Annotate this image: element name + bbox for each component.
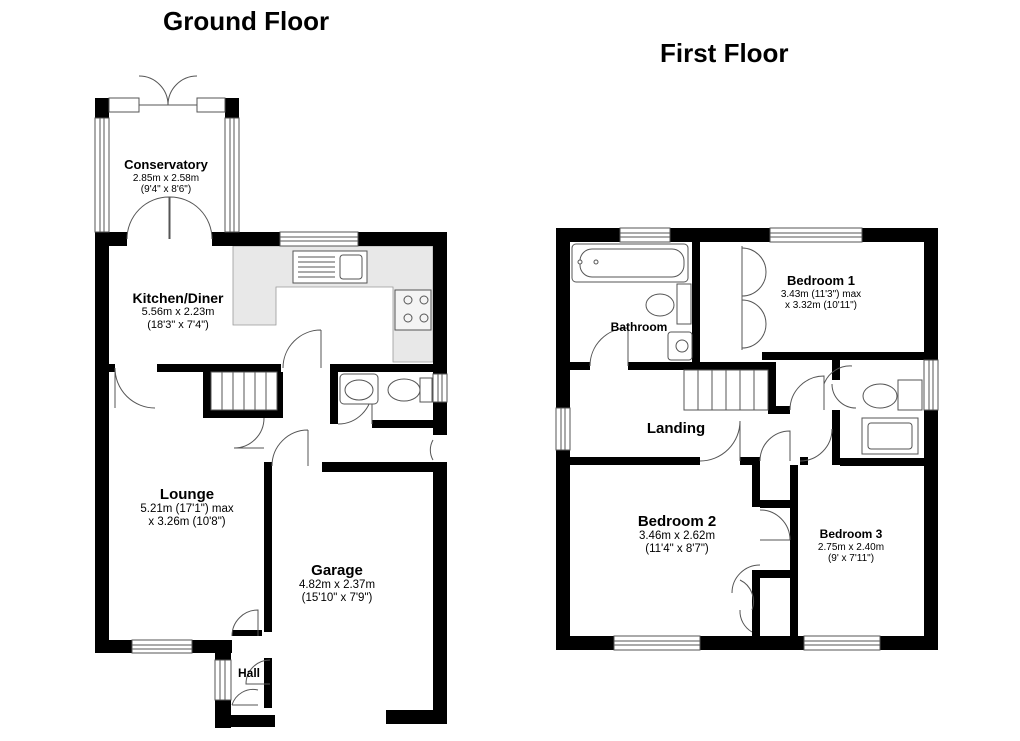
first-floor-walls (556, 228, 938, 650)
room-dimensions-imperial: (18'3" x 7'4") (147, 318, 209, 331)
first-floor-stairs (683, 369, 769, 411)
first-floor-title: First Floor (660, 38, 789, 68)
room-name: Bedroom 1 (787, 273, 855, 288)
room-label-bathroom: Bathroom (610, 320, 668, 335)
kitchen-sink-icon (292, 250, 368, 284)
room-dimensions: 5.56m x 2.23m (141, 306, 215, 319)
room-label-bedroom3: Bedroom 3 2.75m x 2.40m (9' x 7'11") (817, 527, 885, 565)
room-dimensions-imperial: (9'4" x 8'6") (140, 184, 192, 196)
ground-floor-windows (94, 97, 448, 701)
ground-floor-doors (114, 75, 434, 706)
room-dimensions-imperial: x 3.26m (10'8") (148, 516, 226, 529)
ground-floor-plan (94, 75, 448, 728)
room-dimensions: 3.46m x 2.62m (638, 530, 716, 543)
hob-icon (394, 289, 432, 331)
room-label-hall: Hall (237, 666, 261, 681)
room-label-lounge: Lounge 5.21m (17'1") max x 3.26m (10'8") (140, 486, 233, 530)
room-name: Bathroom (610, 320, 668, 334)
room-dimensions-imperial: x 3.32m (10'11") (785, 300, 857, 312)
room-label-garage: Garage 4.82m x 2.37m (15'10" x 7'9") (299, 562, 375, 606)
room-dimensions-imperial: (11'4" x 8'7") (645, 543, 709, 556)
room-name: Kitchen/Diner (132, 290, 224, 306)
room-dimensions: 3.43m (11'3") max (780, 288, 862, 300)
room-label-landing: Landing (647, 420, 705, 437)
bedroom1-wardrobe (741, 246, 767, 350)
first-floor-plan (555, 227, 939, 651)
ground-floor-title: Ground Floor (163, 6, 330, 36)
room-name: Garage (311, 562, 363, 579)
room-name: Conservatory (124, 157, 208, 172)
room-label-conservatory: Conservatory 2.85m x 2.58m (9'4" x 8'6") (124, 157, 208, 196)
room-label-bedroom2: Bedroom 2 3.46m x 2.62m (11'4" x 8'7") (638, 513, 716, 557)
ground-floor-walls (95, 98, 447, 728)
room-name: Lounge (159, 486, 215, 503)
ground-stairs (210, 371, 278, 411)
room-label-kitchen: Kitchen/Diner 5.56m x 2.23m (18'3" x 7'4… (132, 290, 223, 331)
room-name: Bedroom 2 (637, 513, 717, 530)
first-floor-windows (555, 227, 939, 651)
room-label-bedroom1: Bedroom 1 3.43m (11'3") max x 3.32m (10'… (780, 273, 862, 312)
room-name: Hall (237, 666, 261, 680)
ensuite-fittings-icon (861, 379, 923, 455)
room-dimensions-imperial: (15'10" x 7'9") (301, 592, 373, 605)
room-dimensions: 2.75m x 2.40m (817, 541, 885, 553)
room-name: Bedroom 3 (819, 527, 883, 541)
wc-fittings-icon (339, 373, 433, 405)
room-name: Landing (646, 420, 706, 437)
first-floor-doors (589, 327, 857, 633)
room-dimensions: 5.21m (17'1") max (140, 503, 234, 516)
room-dimensions: 4.82m x 2.37m (298, 579, 376, 592)
room-dimensions: 2.85m x 2.58m (132, 172, 200, 184)
bathroom-fittings-icon (571, 243, 693, 361)
room-dimensions-imperial: (9' x 7'11") (827, 553, 875, 565)
